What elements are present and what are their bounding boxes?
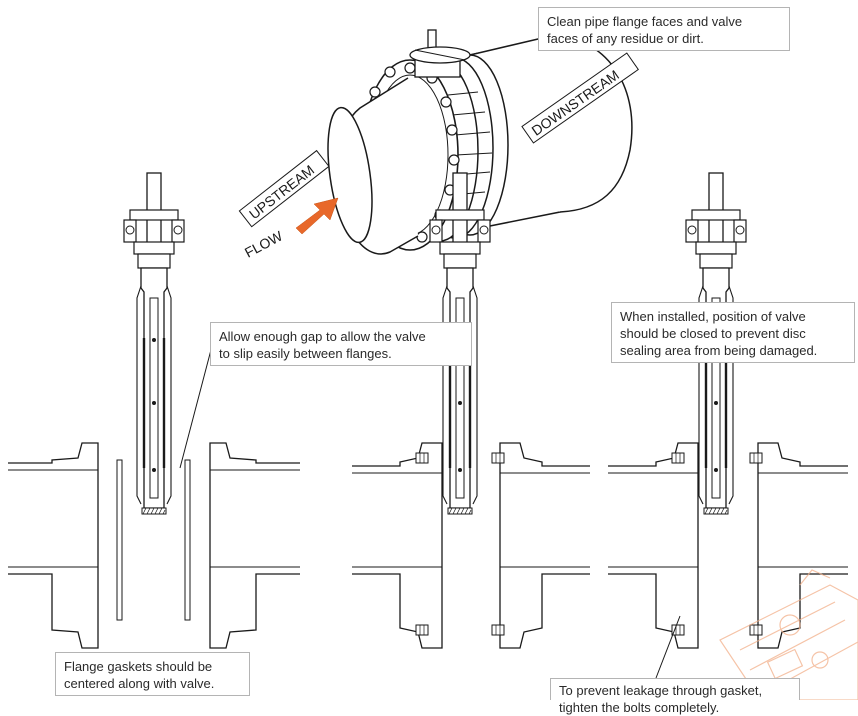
callout-line: tighten the bolts completely. [559, 700, 720, 715]
upstream-label: UPSTREAM [246, 162, 317, 223]
installed-closed-view [608, 171, 848, 679]
exploded-view [8, 171, 300, 649]
callout-position-closed: When installed, position of valve should… [611, 302, 855, 363]
callout-line: faces of any residue or dirt. [547, 31, 704, 46]
callout-line: Flange gaskets should be [64, 659, 213, 674]
callout-line: Clean pipe flange faces and valve [547, 14, 743, 29]
installed-view [352, 171, 590, 649]
callout-line: When installed, position of valve [620, 309, 806, 324]
callout-clean-faces: Clean pipe flange faces and valve faces … [538, 7, 790, 51]
callout-tighten-bolts: To prevent leakage through gasket, tight… [550, 678, 800, 715]
callout-line: to slip easily between flanges. [219, 346, 392, 361]
callout-line: centered along with valve. [64, 676, 215, 691]
flow-arrow-icon [295, 197, 339, 235]
flow-label: FLOW [242, 227, 286, 260]
callout-allow-gap: Allow enough gap to allow the valve to s… [210, 322, 472, 366]
installation-diagram: UPSTREAM DOWNSTREAM FLOW [8, 29, 858, 700]
callout-gaskets-centered: Flange gaskets should be centered along … [55, 652, 250, 696]
callout-line: To prevent leakage through gasket, [559, 683, 763, 698]
callout-line: sealing area from being damaged. [620, 343, 818, 358]
callout-line: should be closed to prevent disc [620, 326, 806, 341]
callout-line: Allow enough gap to allow the valve [219, 329, 426, 344]
